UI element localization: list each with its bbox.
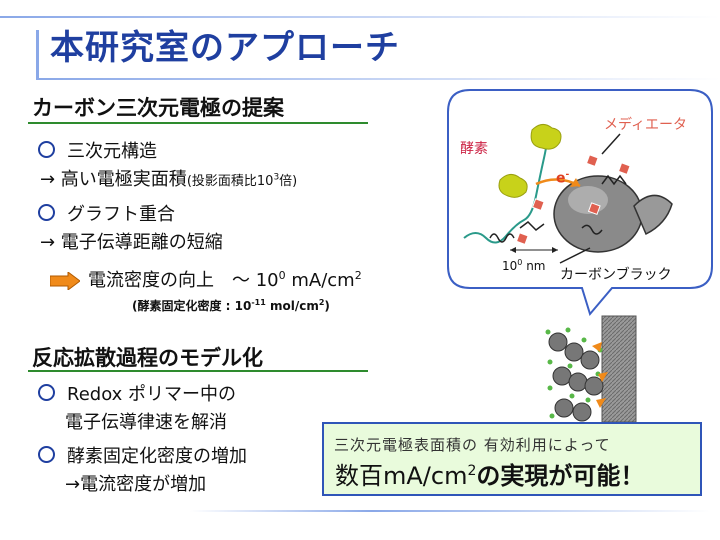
bottom-rule	[190, 510, 710, 512]
result-unit-exp: 2	[354, 269, 362, 282]
highlight-exp: 2	[467, 463, 477, 479]
carbon-particle	[580, 350, 600, 370]
title-decoration	[0, 16, 720, 80]
bullet-circle-icon	[38, 446, 55, 463]
section2-item1-cont: 電子伝導律速を解消	[65, 412, 227, 433]
highlight-line2: 数百mA/cm2の実現が可能！	[335, 456, 644, 491]
projection-ratio-exp: 3	[273, 172, 280, 183]
scale-unit: nm	[522, 259, 546, 273]
result-line: 電流密度の向上 ～ 100 mA/cm2	[88, 266, 362, 292]
projection-ratio: (投影面積比103倍)	[186, 172, 298, 189]
scale-exp: 0	[517, 258, 523, 267]
result-exp: 0	[278, 269, 286, 282]
section2-underline	[28, 370, 368, 372]
highlight-line1: 三次元電極表面積の 有効利用によって	[334, 436, 611, 454]
electron-charge: -	[565, 170, 570, 180]
section2-item2: 酵素固定化密度の増加	[38, 442, 247, 468]
section1-item2-text: グラフト重合	[67, 204, 175, 225]
mediator-icon	[585, 154, 599, 168]
orange-arrow-icon	[50, 272, 80, 290]
pointer-arrow	[559, 247, 591, 264]
bullet-circle-icon	[38, 141, 55, 158]
carbon-particle	[584, 376, 604, 396]
mediator-icon	[587, 202, 601, 216]
scale-arrowhead	[510, 247, 516, 253]
section1-item1: 三次元構造	[38, 137, 157, 163]
section1-item1-text: 三次元構造	[67, 141, 157, 162]
polymer-chain	[601, 174, 627, 186]
highlight-suffix: の実現が可能！	[476, 462, 645, 490]
label-mediator: メディエータ	[604, 117, 688, 133]
carbon-particle	[553, 175, 643, 253]
result-unit: mA/cm	[285, 270, 355, 291]
carbon-particle	[568, 372, 588, 392]
carbon-highlight	[568, 186, 608, 214]
polymer-chain	[489, 233, 515, 243]
highlight-value: 数百mA/cm	[335, 462, 468, 490]
section1-heading: カーボン三次元電極の提案	[32, 96, 284, 120]
label-enzyme: 酵素	[460, 141, 488, 157]
note-prefix: (酵素固定化密度 : 10	[132, 299, 252, 313]
bullet-circle-icon	[38, 384, 55, 401]
pointer-arrow	[601, 133, 621, 155]
carbon-particle	[564, 342, 584, 362]
carbon-particle-2	[633, 194, 673, 236]
electron-symbol: e	[556, 170, 566, 187]
carbon-particle	[554, 398, 574, 418]
projection-ratio-prefix: (投影面積比	[186, 174, 257, 189]
electron-arrowhead	[570, 178, 580, 187]
enzyme-icon	[530, 124, 562, 150]
immobilization-note: (酵素固定化密度 : 10-11 mol/cm2)	[132, 297, 330, 314]
projection-ratio-suffix: 倍)	[279, 174, 298, 189]
section1-item1-sub-text: → 高い電極実面積	[40, 169, 187, 190]
projection-ratio-base: 10	[256, 174, 274, 189]
note-unit-exp: 2	[318, 298, 325, 307]
section2-item1-text: Redox ポリマー中の	[67, 384, 237, 405]
section1-item2-sub: → 電子伝導距離の短縮	[40, 232, 223, 253]
note-exp: -11	[251, 298, 266, 307]
carbon-particle	[572, 402, 592, 422]
section2-item1: Redox ポリマー中の	[38, 380, 236, 406]
electrode-plate	[601, 315, 637, 423]
section2-heading: 反応拡散過程のモデル化	[32, 346, 263, 370]
label-electron: e-	[556, 170, 569, 187]
polymer-chain	[519, 221, 545, 231]
label-carbon-black: カーボンブラック	[560, 267, 672, 283]
section1-underline	[28, 122, 368, 124]
label-scale: 100 nm	[502, 258, 545, 273]
electrode-illustration	[545, 315, 637, 423]
carbon-particle	[552, 366, 572, 386]
highlight-box	[322, 422, 702, 496]
result-prefix: 電流密度の向上 ～ 10	[88, 270, 279, 291]
mediator-icon	[617, 162, 631, 176]
polymer-chain	[463, 127, 549, 244]
mediator-icon	[531, 198, 545, 212]
section1-item2: グラフト重合	[38, 200, 175, 226]
scale-base: 10	[502, 259, 518, 273]
mediator-icon	[515, 232, 529, 246]
carbon-particle	[548, 332, 568, 352]
note-suffix: )	[324, 299, 330, 313]
scale-arrowhead	[552, 247, 558, 253]
section1-item1-sub: → 高い電極実面積(投影面積比103倍)	[40, 165, 297, 191]
carbon-electrode-diagram	[447, 89, 713, 317]
polymer-chain	[581, 224, 603, 235]
enzyme-icon	[498, 174, 528, 198]
section2-item2-text: 酵素固定化密度の増加	[67, 446, 247, 467]
note-unit: mol/cm	[265, 299, 319, 313]
page-title: 本研究室のアプローチ	[50, 28, 400, 68]
bullet-circle-icon	[38, 204, 55, 221]
section2-item2-sub: →電流密度が増加	[65, 474, 207, 495]
